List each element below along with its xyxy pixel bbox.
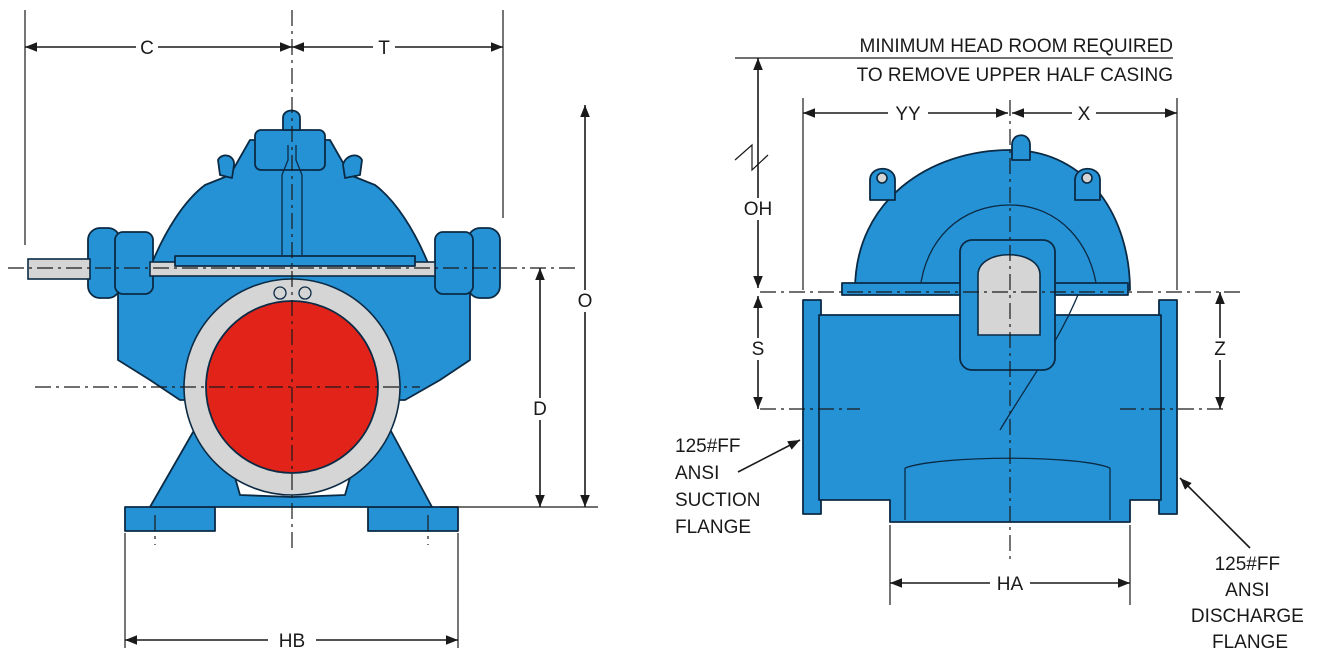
left-foot: [124, 506, 216, 532]
dimension-t-label: T: [378, 38, 390, 59]
discharge-flange-label: 125#FF ANSI DISCHARGE FLANGE: [1191, 554, 1309, 651]
dimension-oh-label: OH: [744, 199, 773, 220]
dimension-d-label: D: [533, 399, 547, 420]
right-bearing-housing: [434, 231, 474, 295]
right-foot: [367, 506, 459, 532]
dimension-s-label: S: [752, 339, 765, 360]
upper-casing: [149, 139, 431, 269]
suction-leader: [737, 439, 801, 473]
end-view-pump: [8, 10, 580, 550]
suction-flange-label: 125#FF ANSI SUCTION FLANGE: [675, 436, 766, 538]
side-lug-right: [1074, 167, 1101, 201]
side-lug-top: [1011, 134, 1031, 161]
shaft: [27, 258, 91, 280]
discharge-leader: [1179, 477, 1251, 549]
headroom-note-line2: TO REMOVE UPPER HALF CASING: [857, 65, 1173, 86]
lifting-eye-right: [342, 154, 363, 179]
dimension-hb-label: HB: [279, 631, 305, 651]
dimension-ha-label: HA: [997, 574, 1024, 595]
right-view-dimensions: MINIMUM HEAD ROOM REQUIRED TO REMOVE UPP…: [675, 36, 1309, 651]
dimension-yy-label: YY: [895, 104, 921, 125]
split-flange: [174, 255, 416, 267]
dimension-o-label: O: [578, 291, 593, 312]
left-view-dimensions: C T O D HB: [24, 10, 598, 651]
dimension-x-label: X: [1078, 104, 1091, 125]
dimension-z-label: Z: [1214, 339, 1226, 360]
top-boss: [254, 129, 326, 171]
headroom-note-line1: MINIMUM HEAD ROOM REQUIRED: [860, 36, 1174, 57]
left-bearing-housing: [114, 231, 154, 295]
lifting-eye-left: [217, 154, 235, 179]
shaft-window: [977, 254, 1041, 336]
dimension-c-label: C: [140, 38, 154, 59]
side-lug-left: [869, 167, 896, 201]
side-view-pump: [760, 100, 1240, 560]
